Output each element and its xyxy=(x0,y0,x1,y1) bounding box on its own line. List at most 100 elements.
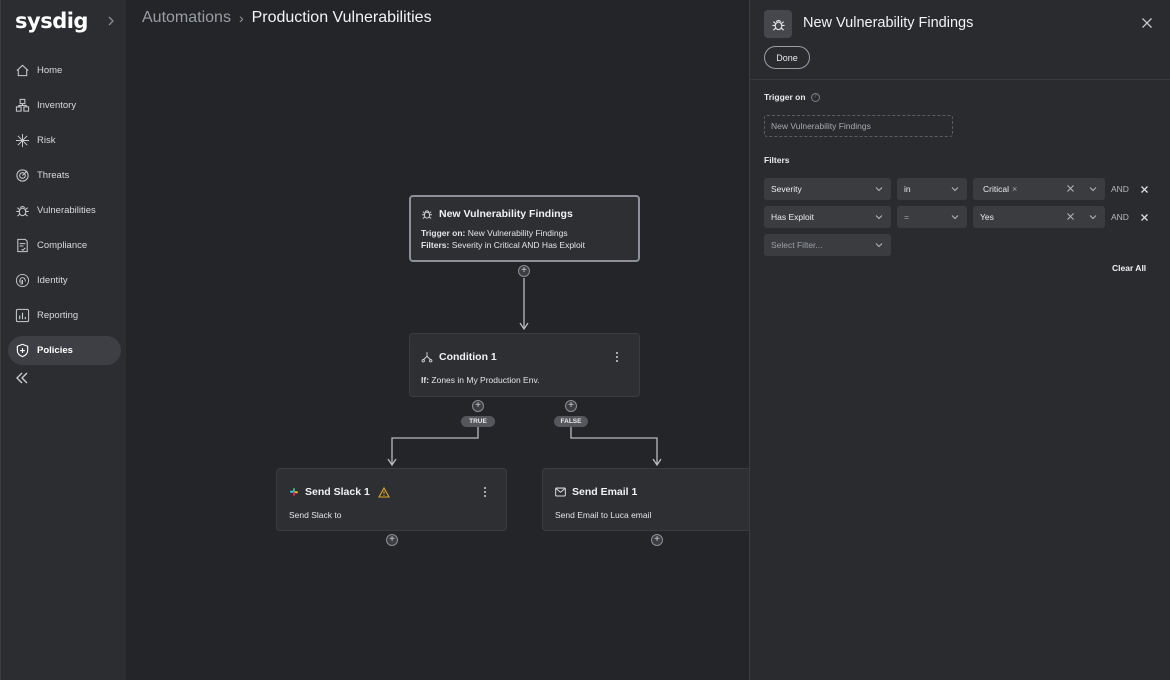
branch-true-label: TRUE xyxy=(461,416,495,427)
remove-filter-icon[interactable] xyxy=(1140,213,1149,222)
select-filter-dropdown[interactable]: Select Filter... xyxy=(764,234,891,256)
select-filter-placeholder: Select Filter... xyxy=(771,240,823,250)
filter-operator-select[interactable]: in xyxy=(897,178,967,200)
clear-icon[interactable] xyxy=(1066,184,1075,193)
chevron-right-icon[interactable] xyxy=(105,14,117,28)
trigger-node[interactable]: New Vulnerability Findings Trigger on: N… xyxy=(409,195,640,262)
filter-operator-value: in xyxy=(904,184,911,194)
filter-field-value: Severity xyxy=(771,184,802,194)
breadcrumb-automations[interactable]: Automations xyxy=(142,9,231,26)
sysdig-logo[interactable]: sysdig xyxy=(15,9,88,33)
filters-value: Severity in Critical AND Has Exploit xyxy=(451,240,585,250)
branch-icon xyxy=(421,352,433,363)
home-icon xyxy=(16,64,29,77)
add-false-step-button[interactable]: + xyxy=(565,400,577,412)
close-icon[interactable] xyxy=(1141,17,1153,29)
trigger-on-label: Trigger on: xyxy=(421,228,466,238)
bug-icon xyxy=(764,10,792,38)
chevron-down-icon xyxy=(875,215,883,220)
add-step-button[interactable]: + xyxy=(386,534,398,546)
chip-remove-icon[interactable]: × xyxy=(1011,184,1018,194)
slack-node-body: Send Slack to xyxy=(289,510,342,520)
chart-icon xyxy=(15,308,30,323)
add-step-button[interactable]: + xyxy=(518,265,530,277)
filters-label: Filters: xyxy=(421,240,450,250)
collapse-sidebar-icon[interactable] xyxy=(14,371,30,385)
threats-icon xyxy=(16,169,29,182)
sidebar: sysdig Home Inventory Risk Threats Vulne… xyxy=(0,0,126,680)
trigger-on-field[interactable]: New Vulnerability Findings xyxy=(764,115,953,137)
sidebar-item-identity[interactable]: Identity xyxy=(8,266,121,295)
filter-field-select[interactable]: Severity xyxy=(764,178,891,200)
workflow-canvas[interactable]: Automations › Production Vulnerabilities… xyxy=(126,0,752,680)
sidebar-item-home[interactable]: Home xyxy=(8,56,121,85)
value-chip[interactable]: Critical × xyxy=(983,178,1017,200)
email-node-body: Send Email to Luca email xyxy=(555,510,652,520)
email-node[interactable]: Send Email 1 Send Email to Luca email xyxy=(542,468,752,531)
sidebar-item-label: Inventory xyxy=(37,100,77,111)
add-step-button[interactable]: + xyxy=(651,534,663,546)
remove-filter-icon[interactable] xyxy=(1140,185,1149,194)
add-true-step-button[interactable]: + xyxy=(472,400,484,412)
if-label: If: xyxy=(421,375,430,385)
panel-title: New Vulnerability Findings xyxy=(803,15,974,31)
condition-node-title: Condition 1 xyxy=(439,351,497,363)
chevron-down-icon xyxy=(951,215,959,220)
clear-all-button[interactable]: Clear All xyxy=(1112,263,1147,273)
node-title: New Vulnerability Findings xyxy=(421,208,573,220)
email-node-title: Send Email 1 xyxy=(572,486,638,498)
breadcrumb: Automations › Production Vulnerabilities xyxy=(142,9,432,27)
more-options-icon[interactable] xyxy=(611,351,623,363)
node-title: Send Slack 1 xyxy=(289,486,390,498)
sidebar-item-reporting[interactable]: Reporting xyxy=(8,301,121,330)
trigger-config-panel: New Vulnerability Findings Done Trigger … xyxy=(749,0,1170,680)
sidebar-item-inventory[interactable]: Inventory xyxy=(8,91,121,120)
sidebar-item-policies[interactable]: Policies xyxy=(8,336,121,365)
filter-operator-select[interactable]: = xyxy=(897,206,967,228)
chevron-right-icon: › xyxy=(238,10,244,26)
filter-value-select[interactable]: Critical × xyxy=(973,178,1105,200)
filter-operator-value: = xyxy=(904,212,909,222)
risk-icon xyxy=(15,133,30,148)
fingerprint-icon xyxy=(15,273,30,288)
sidebar-item-risk[interactable]: Risk xyxy=(8,126,121,155)
sidebar-item-threats[interactable]: Threats xyxy=(8,161,121,190)
chevron-down-icon xyxy=(875,187,883,192)
help-icon[interactable]: ? xyxy=(810,92,820,102)
filter-value-select[interactable]: Yes xyxy=(973,206,1105,228)
sidebar-item-label: Reporting xyxy=(37,310,79,321)
filter-value: Yes xyxy=(980,212,994,222)
sidebar-item-label: Policies xyxy=(37,345,73,356)
node-title: Condition 1 xyxy=(421,351,497,363)
condition-node-if-line: If: Zones in My Production Env. xyxy=(421,375,539,385)
more-options-icon[interactable] xyxy=(479,486,491,498)
filter-field-select[interactable]: Has Exploit xyxy=(764,206,891,228)
sidebar-item-label: Risk xyxy=(37,135,56,146)
node-title: Send Email 1 xyxy=(555,486,637,498)
clear-icon[interactable] xyxy=(1066,212,1075,221)
slack-node[interactable]: Send Slack 1 Send Slack to xyxy=(276,468,507,531)
filter-join-label: AND xyxy=(1111,212,1129,222)
chip-label: Critical xyxy=(983,184,1009,194)
trigger-on-label: Trigger on xyxy=(764,92,806,102)
page-title: Production Vulnerabilities xyxy=(251,9,432,26)
sidebar-item-vulnerabilities[interactable]: Vulnerabilities xyxy=(8,196,121,225)
filter-join-label: AND xyxy=(1111,184,1129,194)
trigger-node-filters-line: Filters: Severity in Critical AND Has Ex… xyxy=(421,240,585,250)
chevron-down-icon xyxy=(951,187,959,192)
sidebar-item-label: Identity xyxy=(37,275,68,286)
panel-header: New Vulnerability Findings Done xyxy=(750,0,1170,80)
condition-node[interactable]: Condition 1 If: Zones in My Production E… xyxy=(409,333,640,397)
slack-node-title: Send Slack 1 xyxy=(305,486,370,498)
sidebar-item-label: Vulnerabilities xyxy=(37,205,96,216)
bug-icon xyxy=(16,206,29,217)
done-button[interactable]: Done xyxy=(764,46,810,69)
sidebar-item-label: Threats xyxy=(37,170,70,181)
mail-icon xyxy=(555,487,566,497)
sidebar-item-label: Compliance xyxy=(37,240,88,251)
warning-icon xyxy=(377,486,390,498)
sidebar-item-compliance[interactable]: Compliance xyxy=(8,231,121,260)
filter-field-value: Has Exploit xyxy=(771,212,814,222)
filters-label: Filters xyxy=(764,155,790,165)
trigger-on-value: New Vulnerability Findings xyxy=(467,228,568,238)
